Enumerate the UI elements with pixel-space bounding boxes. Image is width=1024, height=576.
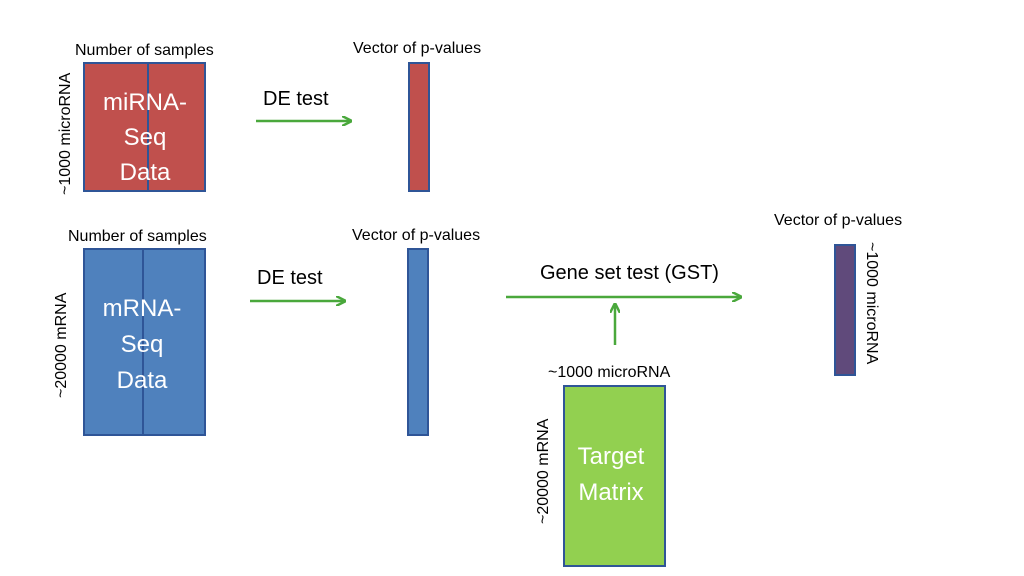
mrna-count-label: ~20000 mRNA [53,292,70,398]
final-pvalue-vector [834,244,856,376]
gst-label: Gene set test (GST) [540,262,719,284]
mirna-count-label: ~1000 microRNA [57,72,74,195]
target-matrix-box [563,385,666,567]
mrna-box-line-2: Seq [121,331,164,358]
final-mirna-count-label: ~1000 microRNA [863,242,880,365]
target-matrix-mirna-label: ~1000 microRNA [548,364,671,381]
mrna-de-test-label: DE test [257,267,323,289]
mrna-samples-label: Number of samples [68,228,207,245]
mrna-pvalue-vector [407,248,429,436]
mirna-box-line-2: Seq [124,124,167,151]
target-matrix-line-2: Matrix [578,479,643,506]
mrna-pvalues-label: Vector of p-values [352,227,480,244]
mirna-box-line-3: Data [120,159,171,186]
mrna-box-line-1: mRNA- [103,295,182,322]
target-matrix-mrna-label: ~20000 mRNA [535,418,552,524]
mirna-box-line-1: miRNA- [103,89,187,116]
mirna-pvalues-label: Vector of p-values [353,40,481,57]
mirna-de-test-label: DE test [263,88,329,110]
target-matrix-line-1: Target [578,443,645,470]
mrna-seq-data-box [83,248,206,436]
mrna-box-line-3: Data [117,367,168,394]
mirna-seq-data-box [83,62,206,192]
mirna-pvalue-vector [408,62,430,192]
mirna-samples-label: Number of samples [75,42,214,59]
final-pvalues-label: Vector of p-values [774,212,902,229]
